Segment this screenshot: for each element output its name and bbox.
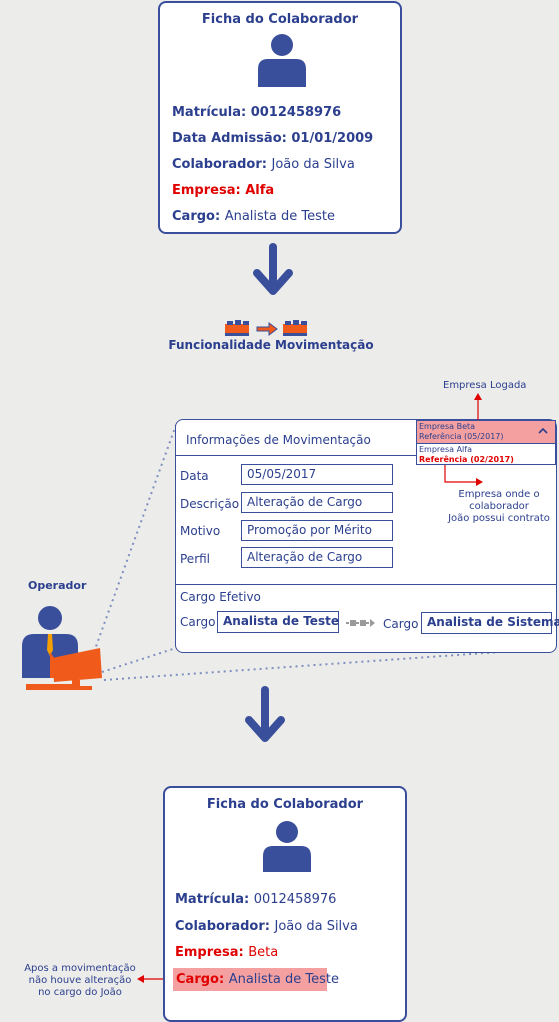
- colaborador-line: Colaborador: João da Silva: [172, 157, 355, 172]
- form-title-divider: [176, 455, 556, 456]
- no-change-note-line1: Apos a movimentação: [24, 963, 136, 974]
- empresa-line: Empresa: Beta: [175, 945, 279, 960]
- down-arrow-icon: [245, 686, 285, 742]
- person-icon: [263, 821, 311, 872]
- selected-company-name: Empresa Beta: [419, 422, 476, 431]
- matricula-line: Matrícula: 0012458976: [172, 105, 342, 120]
- operator-label: Operador: [28, 579, 87, 592]
- admissao-line: Data Admissão: 01/01/2009: [172, 131, 374, 146]
- no-change-note-line3: no cargo do João: [38, 987, 122, 998]
- cargo-line-highlighted: Cargo: Analista de Teste: [173, 968, 339, 991]
- cargo-line: Cargo: Analista de Teste: [172, 209, 335, 224]
- card-title: Ficha do Colaborador: [206, 797, 364, 812]
- company-dropdown-selected[interactable]: Empresa Beta Referência (05/2017): [417, 421, 555, 444]
- movement-form-panel: Informações de Movimentação Data 05/05/2…: [175, 419, 559, 653]
- cargo-from-input[interactable]: Analista de Teste: [217, 611, 339, 633]
- field-perfil-input[interactable]: Alteração de Cargo: [241, 547, 393, 568]
- operator-icon: [22, 606, 102, 690]
- cargo-section-title: Cargo Efetivo: [180, 590, 261, 604]
- field-descricao-input[interactable]: Alteração de Cargo: [241, 492, 393, 513]
- contract-company-note-line1: Empresa onde o: [458, 489, 540, 500]
- field-label-data: Data: [180, 469, 209, 483]
- person-icon: [258, 34, 306, 87]
- field-label-perfil: Perfil: [180, 552, 211, 566]
- employee-card-after: Ficha do Colaborador Matrícula: 00124589…: [163, 786, 407, 1022]
- cargo-to-input[interactable]: Analista de Sistema: [421, 612, 559, 634]
- empresa-line: Empresa: Alfa: [172, 183, 275, 198]
- contract-company-note-line3: João possui contrato: [448, 513, 550, 524]
- field-label-descricao: Descrição: [180, 497, 240, 511]
- card-title: Ficha do Colaborador: [201, 12, 359, 27]
- form-title: Informações de Movimentação: [186, 433, 371, 447]
- option-company-reference: Referência (02/2017): [419, 455, 514, 464]
- contract-company-note-line2: colaborador: [469, 501, 529, 512]
- chevron-up-icon[interactable]: [538, 427, 548, 435]
- cargo-section-divider: [176, 584, 556, 585]
- field-motivo-input[interactable]: Promoção por Mérito: [241, 520, 393, 541]
- company-dropdown-option[interactable]: Empresa Alfa Referência (02/2017): [417, 444, 555, 464]
- cargo-to-label: Cargo: [383, 617, 419, 631]
- colaborador-line: Colaborador: João da Silva: [175, 919, 358, 934]
- truck-transfer-icon: [225, 320, 307, 336]
- employee-card-before: Ficha do Colaborador Matrícula: 00124589…: [158, 1, 402, 234]
- functionality-label: Funcionalidade Movimentação: [168, 338, 374, 352]
- option-company-name: Empresa Alfa: [419, 445, 472, 454]
- cargo-from-label: Cargo: [180, 615, 216, 629]
- matricula-line: Matrícula: 0012458976: [175, 892, 337, 907]
- down-arrow-icon: [253, 243, 293, 295]
- selected-company-reference: Referência (05/2017): [419, 432, 504, 441]
- company-dropdown[interactable]: Empresa Beta Referência (05/2017) Empres…: [416, 420, 556, 465]
- no-change-note-line2: não houve alteração: [28, 975, 132, 986]
- link-arrow-icon: [346, 619, 375, 627]
- logged-company-note: Empresa Logada: [443, 380, 527, 391]
- field-data-input[interactable]: 05/05/2017: [241, 464, 393, 485]
- field-label-motivo: Motivo: [180, 524, 221, 538]
